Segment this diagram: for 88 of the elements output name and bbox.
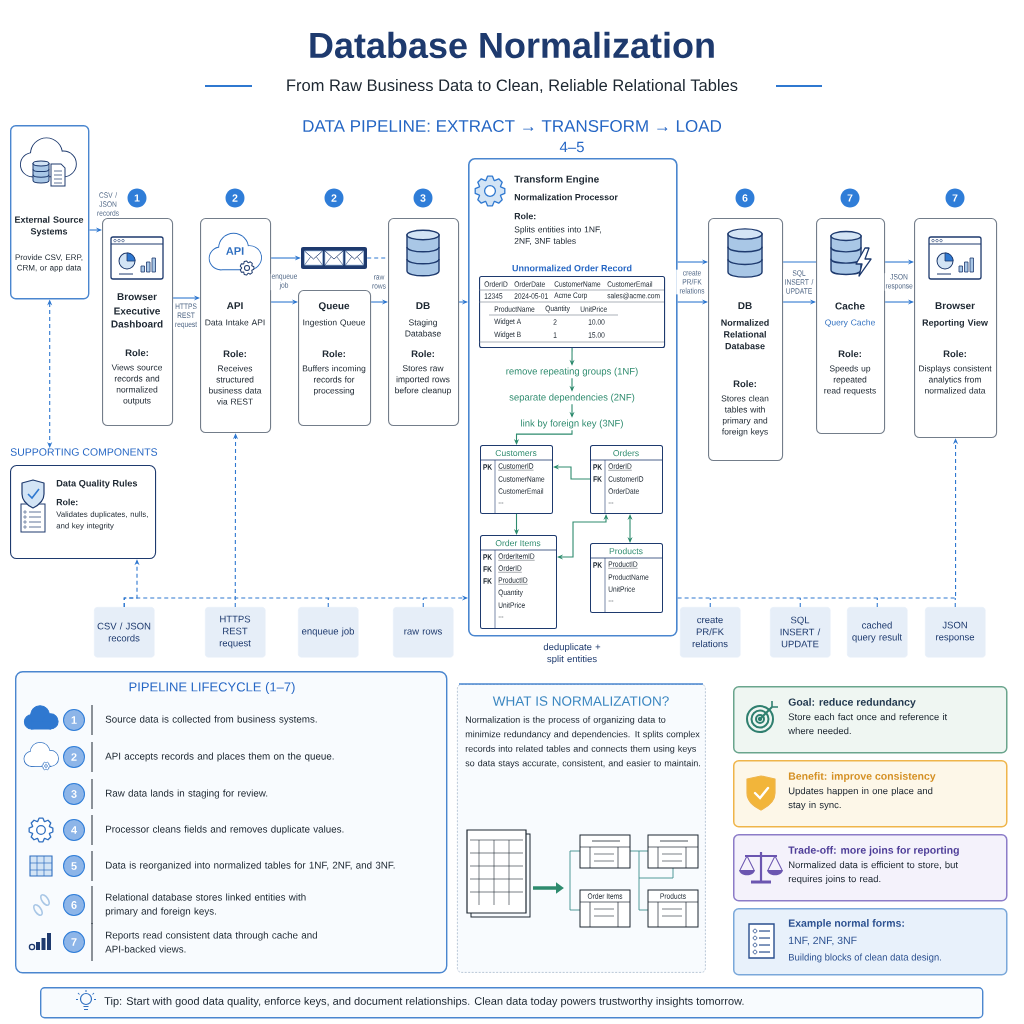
node-label: Role: [733,380,756,388]
connector-line [422,597,424,608]
node-label: Role: [411,350,434,358]
step-number: 4 [63,819,85,841]
arrow [627,514,633,543]
label-box: HTTPS REST request [205,607,266,658]
step-text: Relational database stores linked entities with primary and foreign keys. [105,893,306,917]
node-label: Buffers incoming records for processing [302,365,366,396]
step-number: 1 [63,709,85,731]
step-badge: 7 [945,188,965,208]
node-label: Staging Database [405,319,441,337]
caption-text: deduplicate + split entities [543,643,601,665]
step-label: 4–5 [559,141,584,153]
node-label: Stores clean tables with primary and foreign keys [721,395,769,437]
node-label: Normalization Processor [514,193,618,201]
node-label: API [226,302,243,310]
process-box: DB Normalized Relational Database Role: Stores clean tables with primary and foreign keys [708,218,784,462]
node-label: Transform Engine [514,175,599,185]
step-number: 2 [63,746,85,768]
node-label: Views source records and normalized outputs [111,364,163,406]
label-box: JSON response [925,607,986,658]
step-number: 6 [63,894,85,916]
node-label: Normalized Relational Database [721,319,769,350]
node-label: Ingestion Queue [303,319,366,328]
node-label: Role: [223,350,246,358]
node-label: Data Intake API [205,319,265,326]
connector-line [782,261,817,263]
section-heading: SUPPORTING COMPONENTS [10,448,158,456]
section-heading: DATA PIPELINE: EXTRACT → TRANSFORM → LOAD [303,120,722,133]
node-label: Query Cache [825,319,875,328]
node-label: Browser [935,302,975,310]
step-text: Processor cleans fields and removes duplicate values. [106,825,344,835]
connector-line [954,597,956,608]
node-label: DB [738,302,752,310]
node-label: DB [416,302,430,310]
node-label: Browser [117,293,157,301]
node-label: Splits entities into 1NF, 2NF, 3NF tables [514,226,601,245]
process-box: DB Staging Database Role: Stores raw imported rows before cleanup [388,218,460,427]
node-label: Displays consistent analytics from normalized data [919,365,992,394]
step-number: 5 [63,855,85,877]
step-text: Raw data lands in staging for review. [106,789,268,799]
info-card: Benefit: improve consistency Updates happen in one place and stay in sync. [733,760,1008,828]
node-label: Role: [514,212,536,220]
process-box: Cache Query Cache Role: Speeds up repeated read requests [816,218,886,435]
step-text: link by foreign key (3NF) [521,419,623,429]
tip-box: Tip: Start with good data quality, enforce keys, and document relationships. Clean data today powers trustworthy insights tomorrow. [40,987,984,1019]
connector-line [799,597,801,608]
connector-line [876,597,878,608]
process-box: Queue Ingestion Queue Role: Buffers incoming records for processing [298,290,372,427]
info-card: Trade-off: more joins for reporting Normalized data is efficient to store, but requires joins to read. [733,834,1008,902]
connector-line [327,597,329,608]
connector-line [709,597,711,608]
label-box: create PR/FK relations [680,607,741,658]
node-label: Role: [943,350,966,358]
label-box: enqueue job [298,607,359,658]
node-label: Role: [322,350,345,358]
table-title: Unnormalized Order Record [512,264,632,272]
step-badge: 3 [413,188,433,208]
node-label: Role: [125,349,148,357]
label-box: cached query result [847,607,908,658]
step-number: 3 [63,783,85,805]
title: Database Normalization [310,31,714,59]
label-box: raw rows [393,607,454,658]
info-card: Example normal forms: 1NF, 2NF, 3NF Building blocks of clean data design. [733,908,1008,976]
node-label: Reporting View [922,319,988,328]
info-card: Goal: reduce redundancy Store each fact once and reference it where needed. [733,686,1008,754]
step-number: 7 [63,931,85,953]
node-label: Executive Dashboard [111,307,163,328]
node-label: Receives structured business data via REST [209,365,262,405]
step-text: Source data is collected from business systems. [105,715,317,725]
label-box: CSV / JSON records [94,607,155,658]
node-label: Speeds up repeated read requests [824,365,876,396]
step-badge: 6 [735,188,755,208]
step-text: API accepts records and places them on the queue. [105,752,334,762]
node-label: Queue [318,302,350,312]
node-label: Role: [838,350,861,358]
step-text: Reports read consistent data through cache and API-backed views. [105,931,317,953]
step-badge: 7 [840,188,860,208]
label-box: SQL INSERT / UPDATE [770,607,831,658]
step-badge: 2 [225,188,245,208]
node-label: Stores raw imported rows before cleanup [395,365,451,396]
step-badge: 1 [127,188,147,208]
step-badge: 2 [324,188,344,208]
step-text: Data is reorganized into normalized tables for 1NF, 2NF, and 3NF. [106,861,395,871]
step-text: remove repeating groups (1NF) [506,367,638,377]
node-label: Cache [835,302,865,310]
step-text: separate dependencies (2NF) [509,393,635,403]
subtitle: From Raw Business Data to Clean, Reliable Relational Tables [287,78,738,94]
